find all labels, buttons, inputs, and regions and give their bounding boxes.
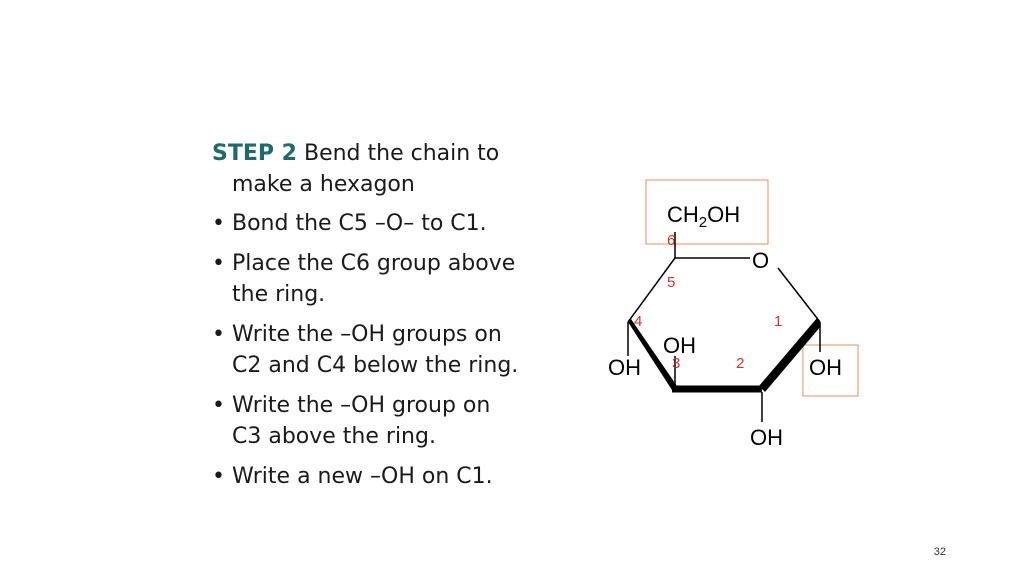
bond-c2-c1-wedge (759, 318, 821, 392)
carbon-number-6: 6 (667, 232, 675, 249)
c4-oh-label: OH (608, 355, 641, 380)
carbon-number-4: 4 (634, 313, 642, 330)
bullet-icon: • (212, 393, 225, 418)
c1-oh-label: OH (809, 355, 842, 380)
instruction-item: • Write the –OH groups on C2 and C4 belo… (212, 319, 572, 381)
instruction-line: Write the –OH groups on (232, 322, 502, 347)
instruction-item: • Bond the C5 –O– to C1. (212, 208, 572, 239)
bond-c4-c3-wedge (628, 319, 677, 390)
instruction-line: C3 above the ring. (232, 424, 436, 449)
instruction-line: Write a new –OH on C1. (232, 464, 493, 489)
instruction-item: • Write the –OH group on C3 above the ri… (212, 390, 572, 452)
ch2oh-highlight-box (645, 179, 769, 245)
carbon-number-1: 1 (774, 313, 782, 330)
instruction-item: • Write a new –OH on C1. (212, 461, 572, 492)
ch2oh-label: CH2OH (667, 202, 740, 231)
bullet-icon: • (212, 322, 225, 347)
instruction-line: Write the –OH group on (232, 393, 491, 418)
bullet-icon: • (212, 251, 225, 276)
instruction-line: Place the C6 group above (232, 251, 516, 276)
step-text-continued: make a hexagon (232, 172, 415, 197)
instruction-list: • Bond the C5 –O– to C1. • Place the C6 … (212, 208, 572, 492)
c3-oh-label: OH (663, 333, 696, 358)
instruction-item: • Place the C6 group above the ring. (212, 248, 572, 310)
page-number: 32 (933, 546, 946, 558)
carbon-number-2: 2 (736, 355, 744, 372)
step-label: STEP 2 (212, 141, 297, 166)
instruction-line: Bond the C5 –O– to C1. (232, 211, 487, 236)
instruction-line: C2 and C4 below the ring. (232, 353, 519, 378)
bond-o-c1 (777, 267, 821, 323)
instruction-line: the ring. (232, 282, 326, 307)
carbon-number-5: 5 (667, 274, 675, 291)
ring-oxygen-label: O (752, 248, 769, 273)
bullet-icon: • (212, 464, 225, 489)
c1-oh-highlight-box (802, 344, 859, 397)
c2-oh-label: OH (750, 425, 783, 450)
bullet-icon: • (212, 211, 225, 236)
step-text: Bend the chain to (303, 141, 500, 166)
instructions-panel: STEP 2 Bend the chain to make a hexagon … (212, 138, 572, 501)
step-heading: STEP 2 Bend the chain to (212, 138, 572, 169)
carbon-number-3: 3 (672, 355, 680, 372)
bond-c5-c4 (627, 257, 676, 323)
